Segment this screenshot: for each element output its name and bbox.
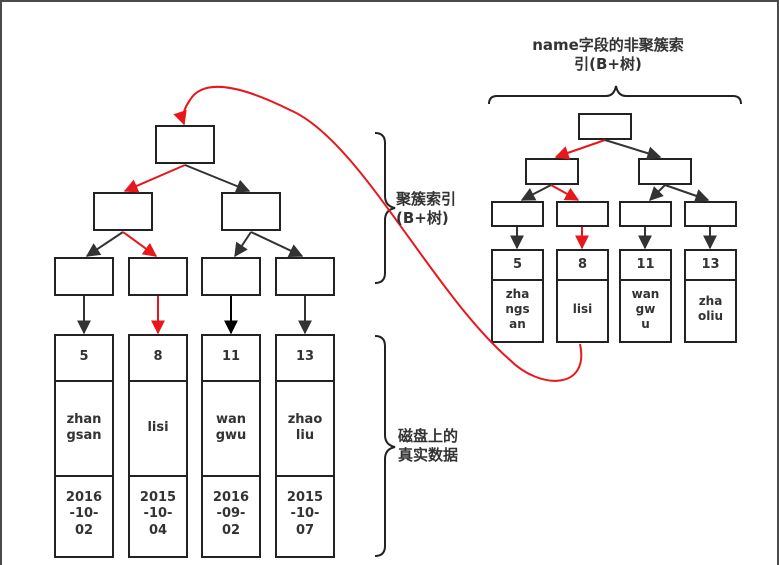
record-2-name: lisi <box>147 420 169 435</box>
clustered-leaf-node-2 <box>128 257 188 296</box>
secondary-index-label: name字段的非聚簇索 引(B+树) <box>532 36 684 73</box>
secondary-entry-3 <box>619 249 672 343</box>
secondary-entry-2-id: 8 <box>577 257 588 272</box>
record-3-id: 11 <box>221 349 241 364</box>
clustered-leaf-node-3 <box>201 257 261 296</box>
frame-right-border <box>777 0 779 565</box>
clustered-index-brace <box>374 132 396 284</box>
secondary-entry-1 <box>491 249 544 343</box>
secondary-leaf-node-3 <box>619 201 672 227</box>
secondary-inner-node-right <box>638 158 692 185</box>
edge-right-to-leaf3 <box>234 231 252 258</box>
frame-top-border <box>0 0 779 2</box>
sec-edge-root-to-right <box>604 139 662 160</box>
record-column-3 <box>201 334 261 558</box>
record-4-name: zhao liu <box>287 412 323 444</box>
secondary-leaf-node-1 <box>491 201 544 227</box>
record-1-id: 5 <box>79 349 89 364</box>
secondary-entry-4 <box>684 249 737 343</box>
edge-root-to-left <box>123 164 186 193</box>
disk-data-label: 磁盘上的 真实数据 <box>398 427 459 464</box>
frame-left-border <box>0 0 2 565</box>
secondary-inner-node-left <box>525 158 579 185</box>
record-3-date: 2016 -09- 02 <box>212 490 250 538</box>
edge-left-to-leaf1 <box>85 231 124 257</box>
secondary-entry-4-id: 13 <box>701 257 720 272</box>
secondary-leaf-node-4 <box>684 201 737 227</box>
secondary-index-tree <box>491 113 737 343</box>
record-column-2 <box>128 334 188 558</box>
clustered-leaf-node-1 <box>54 257 114 296</box>
clustered-index-label: 聚簇索引 (B+树) <box>396 190 457 227</box>
secondary-index-brace <box>488 85 742 105</box>
sec-edge-left-to-leaf1 <box>520 184 552 201</box>
clustered-index-tree <box>54 125 335 335</box>
record-1-name: zhan gsan <box>66 412 102 444</box>
disk-data-brace <box>374 335 396 557</box>
sec-edge-right-to-leaf4 <box>664 184 710 203</box>
secondary-entry-4-name: zha oliu <box>697 294 723 323</box>
sec-edge-root-to-left <box>554 139 606 160</box>
sec-edge-right-to-leaf3 <box>649 184 666 201</box>
secondary-entry-1-name: zha ngs an <box>505 287 530 331</box>
record-1-date: 2016 -10- 02 <box>65 490 103 538</box>
disk-records <box>54 334 335 558</box>
clustered-leaf-node-4 <box>275 257 335 296</box>
secondary-entry-2-name: lisi <box>572 302 593 316</box>
clustered-inner-node-right <box>221 192 281 231</box>
edge-left-to-leaf2 <box>122 231 158 257</box>
clustered-inner-node-left <box>93 192 153 231</box>
clustered-root-node <box>155 125 215 164</box>
sec-edge-left-to-leaf2 <box>550 184 580 201</box>
record-column-4 <box>275 334 335 558</box>
record-3-name: wan gwu <box>215 412 247 444</box>
record-4-date: 2015 -10- 07 <box>286 490 324 538</box>
secondary-root-node <box>578 113 632 140</box>
record-2-date: 2015 -10- 04 <box>139 490 177 538</box>
edge-right-to-leaf4 <box>250 231 304 257</box>
edge-root-to-right <box>184 164 251 193</box>
record-column-1 <box>54 334 114 558</box>
secondary-entry-3-name: wan gw u <box>631 287 660 331</box>
secondary-entry-2 <box>556 249 609 343</box>
back-to-table-path <box>173 86 583 382</box>
secondary-entry-3-id: 11 <box>636 257 655 272</box>
record-4-id: 13 <box>295 349 315 364</box>
secondary-leaf-node-2 <box>556 201 609 227</box>
record-2-id: 8 <box>153 349 163 364</box>
secondary-entry-1-id: 5 <box>512 257 523 272</box>
